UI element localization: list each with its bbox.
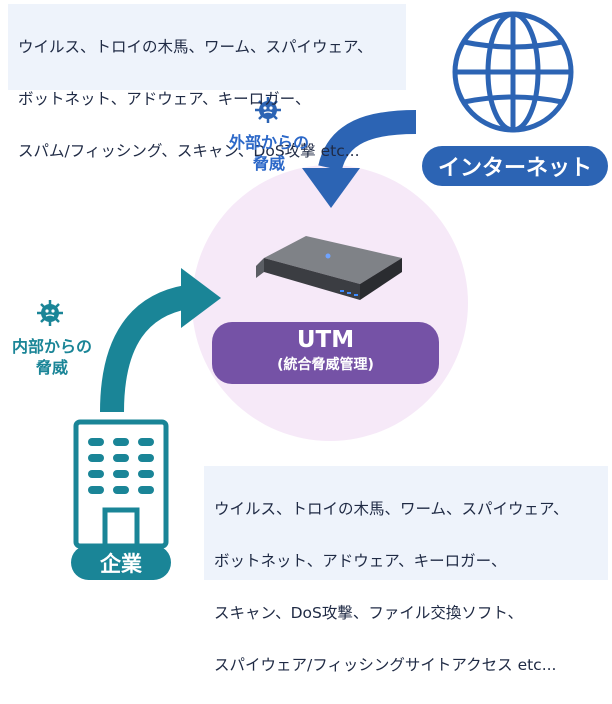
external-threats-line: ウイルス、トロイの木馬、ワーム、スパイウェア、 — [18, 38, 373, 56]
internal-threats-line: スキャン、DoS攻撃、ファイル交換ソフト、 — [214, 604, 524, 622]
virus-icon — [255, 97, 281, 123]
virus-icon — [37, 300, 63, 326]
utm-title: UTM — [296, 327, 355, 353]
utm-subtitle: (統合脅威管理) — [277, 357, 374, 373]
internal-threat-arrow — [100, 268, 221, 413]
external-threat-arrow — [302, 110, 417, 208]
internal-threats-box: ウイルス、トロイの木馬、ワーム、スパイウェア、 ボットネット、アドウェア、キーロ… — [204, 466, 608, 674]
internet-label: インターネット — [422, 146, 608, 186]
company-label: 企業 — [71, 545, 171, 580]
external-threats-line: ボットネット、アドウェア、キーロガー、 — [18, 90, 311, 108]
building-icon — [73, 419, 169, 549]
external-threat-label: 外部からの 脅威 — [228, 133, 309, 173]
internal-threats-line: ボットネット、アドウェア、キーロガー、 — [214, 552, 507, 570]
external-threats-line: スパム/フィッシング、スキャン、DoS攻撃 etc... — [18, 142, 360, 160]
globe-icon — [452, 11, 574, 133]
utm-label: UTM (統合脅威管理) — [212, 322, 439, 384]
internal-threats-line: スパイウェア/フィッシングサイトアクセス etc... — [214, 656, 557, 674]
internal-threat-label: 内部からの 脅威 — [11, 337, 92, 377]
internal-threats-line: ウイルス、トロイの木馬、ワーム、スパイウェア、 — [214, 500, 569, 518]
external-threats-box: ウイルス、トロイの木馬、ワーム、スパイウェア、 ボットネット、アドウェア、キーロ… — [8, 4, 406, 160]
